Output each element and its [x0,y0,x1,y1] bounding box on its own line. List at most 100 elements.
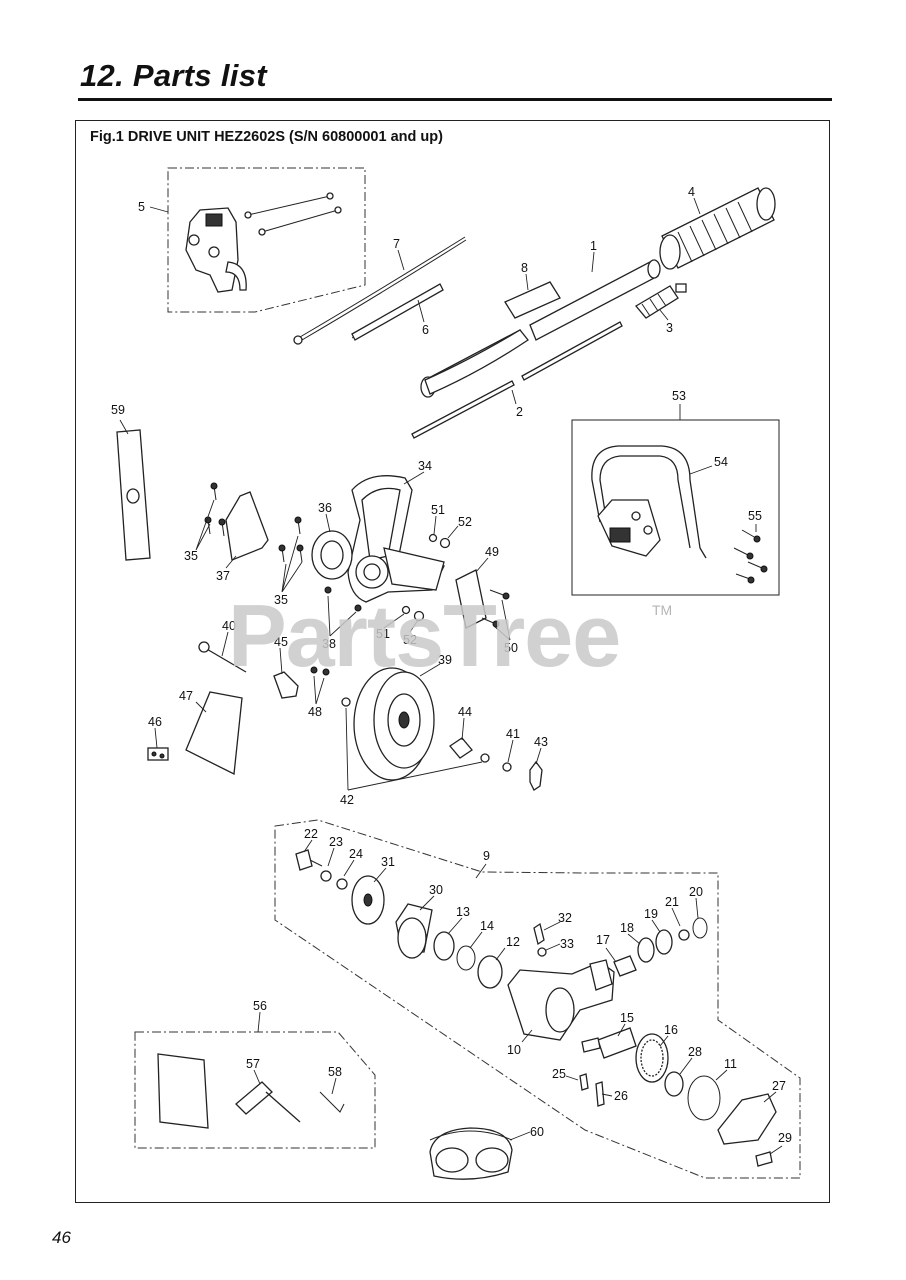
washer-51b-part [401,605,411,615]
leader-lines [119,197,783,1155]
screw-29-part [755,1151,773,1167]
callout-5: 5 [138,200,145,214]
callout-44: 44 [458,705,472,719]
callout-35a: 35 [184,549,198,563]
callout-39: 39 [438,653,452,667]
callout-36: 36 [318,501,332,515]
washer-42-part [341,697,351,707]
bearing-19-part [655,929,673,955]
washer-52b-part [413,610,425,622]
wrench-57-part [235,1081,301,1123]
circlip-14-part [456,945,476,971]
nut-41-part [502,762,512,772]
callout-4: 4 [688,185,695,199]
spring-part [351,283,444,341]
cover-27-part [717,1093,777,1145]
callout-2: 2 [516,405,523,419]
callout-50: 50 [504,641,518,655]
callout-12: 12 [506,935,520,949]
watermark: PartsTree [228,586,621,685]
flange-31-part [351,875,385,925]
bearing-12-part [477,955,503,989]
washer-24-part [336,878,348,890]
washer-52-part [439,537,451,549]
group-box-gearcase [274,819,801,1179]
inner-shaft-part [411,321,623,439]
connector-part [635,283,687,319]
callout-37: 37 [216,569,230,583]
callout-53: 53 [672,389,686,403]
callout-6: 6 [422,323,429,337]
callout-28: 28 [688,1045,702,1059]
grease-fitting-32-part [533,922,545,946]
shield-part [185,691,243,776]
blade-part [116,429,151,561]
callout-51b: 51 [376,627,390,641]
watermark-tm: TM [652,602,673,618]
handle-grip-part [659,187,776,270]
throttle-wires-part [244,192,342,236]
gear-case-part [507,959,615,1041]
callout-10: 10 [507,1043,521,1057]
figure-title: Fig.1 DRIVE UNIT HEZ2602S (S/N 60800001 … [90,129,443,145]
tool-bag-part [157,1053,209,1129]
handle-bolts-part [733,529,768,584]
callout-1: 1 [590,239,597,253]
callout-24: 24 [349,847,363,861]
callout-51a: 51 [431,503,445,517]
callout-19: 19 [644,907,658,921]
blade-guard-part [347,475,445,603]
callout-48: 48 [308,705,322,719]
bolts-48-part [310,666,330,676]
callout-23: 23 [329,835,343,849]
callout-14: 14 [480,919,494,933]
callout-7: 7 [393,237,400,251]
callout-20: 20 [689,885,703,899]
nut-38b-part [354,604,362,612]
pinion-17-part [613,955,637,977]
output-shaft-15-part [581,1027,637,1059]
callout-26: 26 [614,1089,628,1103]
callout-40: 40 [222,619,236,633]
callout-18: 18 [620,921,634,935]
bearing-18-part [637,937,655,963]
cup-30-part [395,903,433,959]
collar-part [449,737,473,759]
axle-part [198,641,247,673]
bearing-28-part [664,1071,684,1097]
callout-38: 38 [322,637,336,651]
group-box-throttle [167,167,366,313]
clip-part [147,747,169,761]
callout-54: 54 [714,455,728,469]
callout-9: 9 [483,849,490,863]
guard-plate-part [225,491,269,561]
callout-59: 59 [111,403,125,417]
plate-49-part [455,569,487,629]
washer-51-part [428,533,438,543]
callout-57: 57 [246,1057,260,1071]
callout-60: 60 [530,1125,544,1139]
callout-17: 17 [596,933,610,947]
callout-46: 46 [148,715,162,729]
callout-15: 15 [620,1011,634,1025]
throttle-housing-part [185,207,247,293]
page-number: 46 [52,1228,71,1247]
callout-52b: 52 [403,633,417,647]
callout-21: 21 [665,895,679,909]
callout-35b: 35 [274,593,288,607]
washer-42b-part [480,753,490,763]
callout-34: 34 [418,459,432,473]
callout-58: 58 [328,1065,342,1079]
callout-42: 42 [340,793,354,807]
callout-41: 41 [506,727,520,741]
group-box-toolkit [134,1031,376,1149]
bolt-25-part [579,1073,589,1091]
hex-key-58-part [319,1091,345,1113]
bearing-13-part [433,931,455,961]
callout-33: 33 [560,937,574,951]
callout-30: 30 [429,883,443,897]
o-ring-11-part [687,1075,721,1121]
figure-frame [75,120,830,1203]
callout-56: 56 [253,999,267,1013]
